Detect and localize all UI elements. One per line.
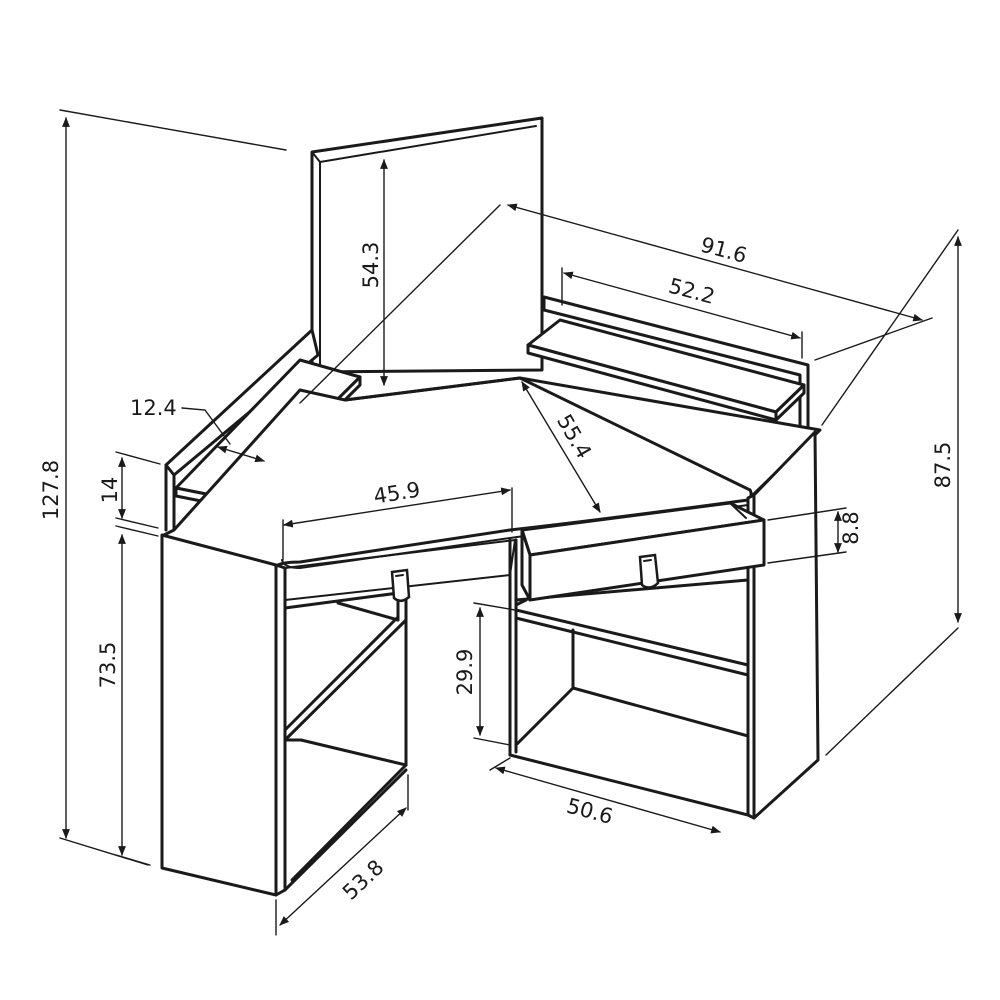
- label-shelf-depth: 12.4: [130, 396, 177, 420]
- left-pedestal: [160, 533, 516, 897]
- dimension-lines: [59, 109, 962, 936]
- label-side-depth-right: 50.6: [564, 794, 615, 829]
- label-drawer-height: 8.8: [839, 511, 863, 544]
- label-top-width: 91.6: [698, 233, 749, 268]
- label-shelf-gap: 14: [98, 477, 122, 504]
- label-total-height: 127.8: [39, 460, 63, 520]
- drawer: [520, 501, 766, 602]
- label-mirror-height: 54.3: [359, 242, 383, 289]
- label-side-depth-left: 53.8: [338, 855, 389, 904]
- label-cabinet-height: 87.5: [931, 442, 955, 489]
- mirror-panel: [310, 116, 544, 374]
- label-compartment-height: 29.9: [453, 649, 477, 696]
- label-desk-height: 73.5: [96, 642, 120, 689]
